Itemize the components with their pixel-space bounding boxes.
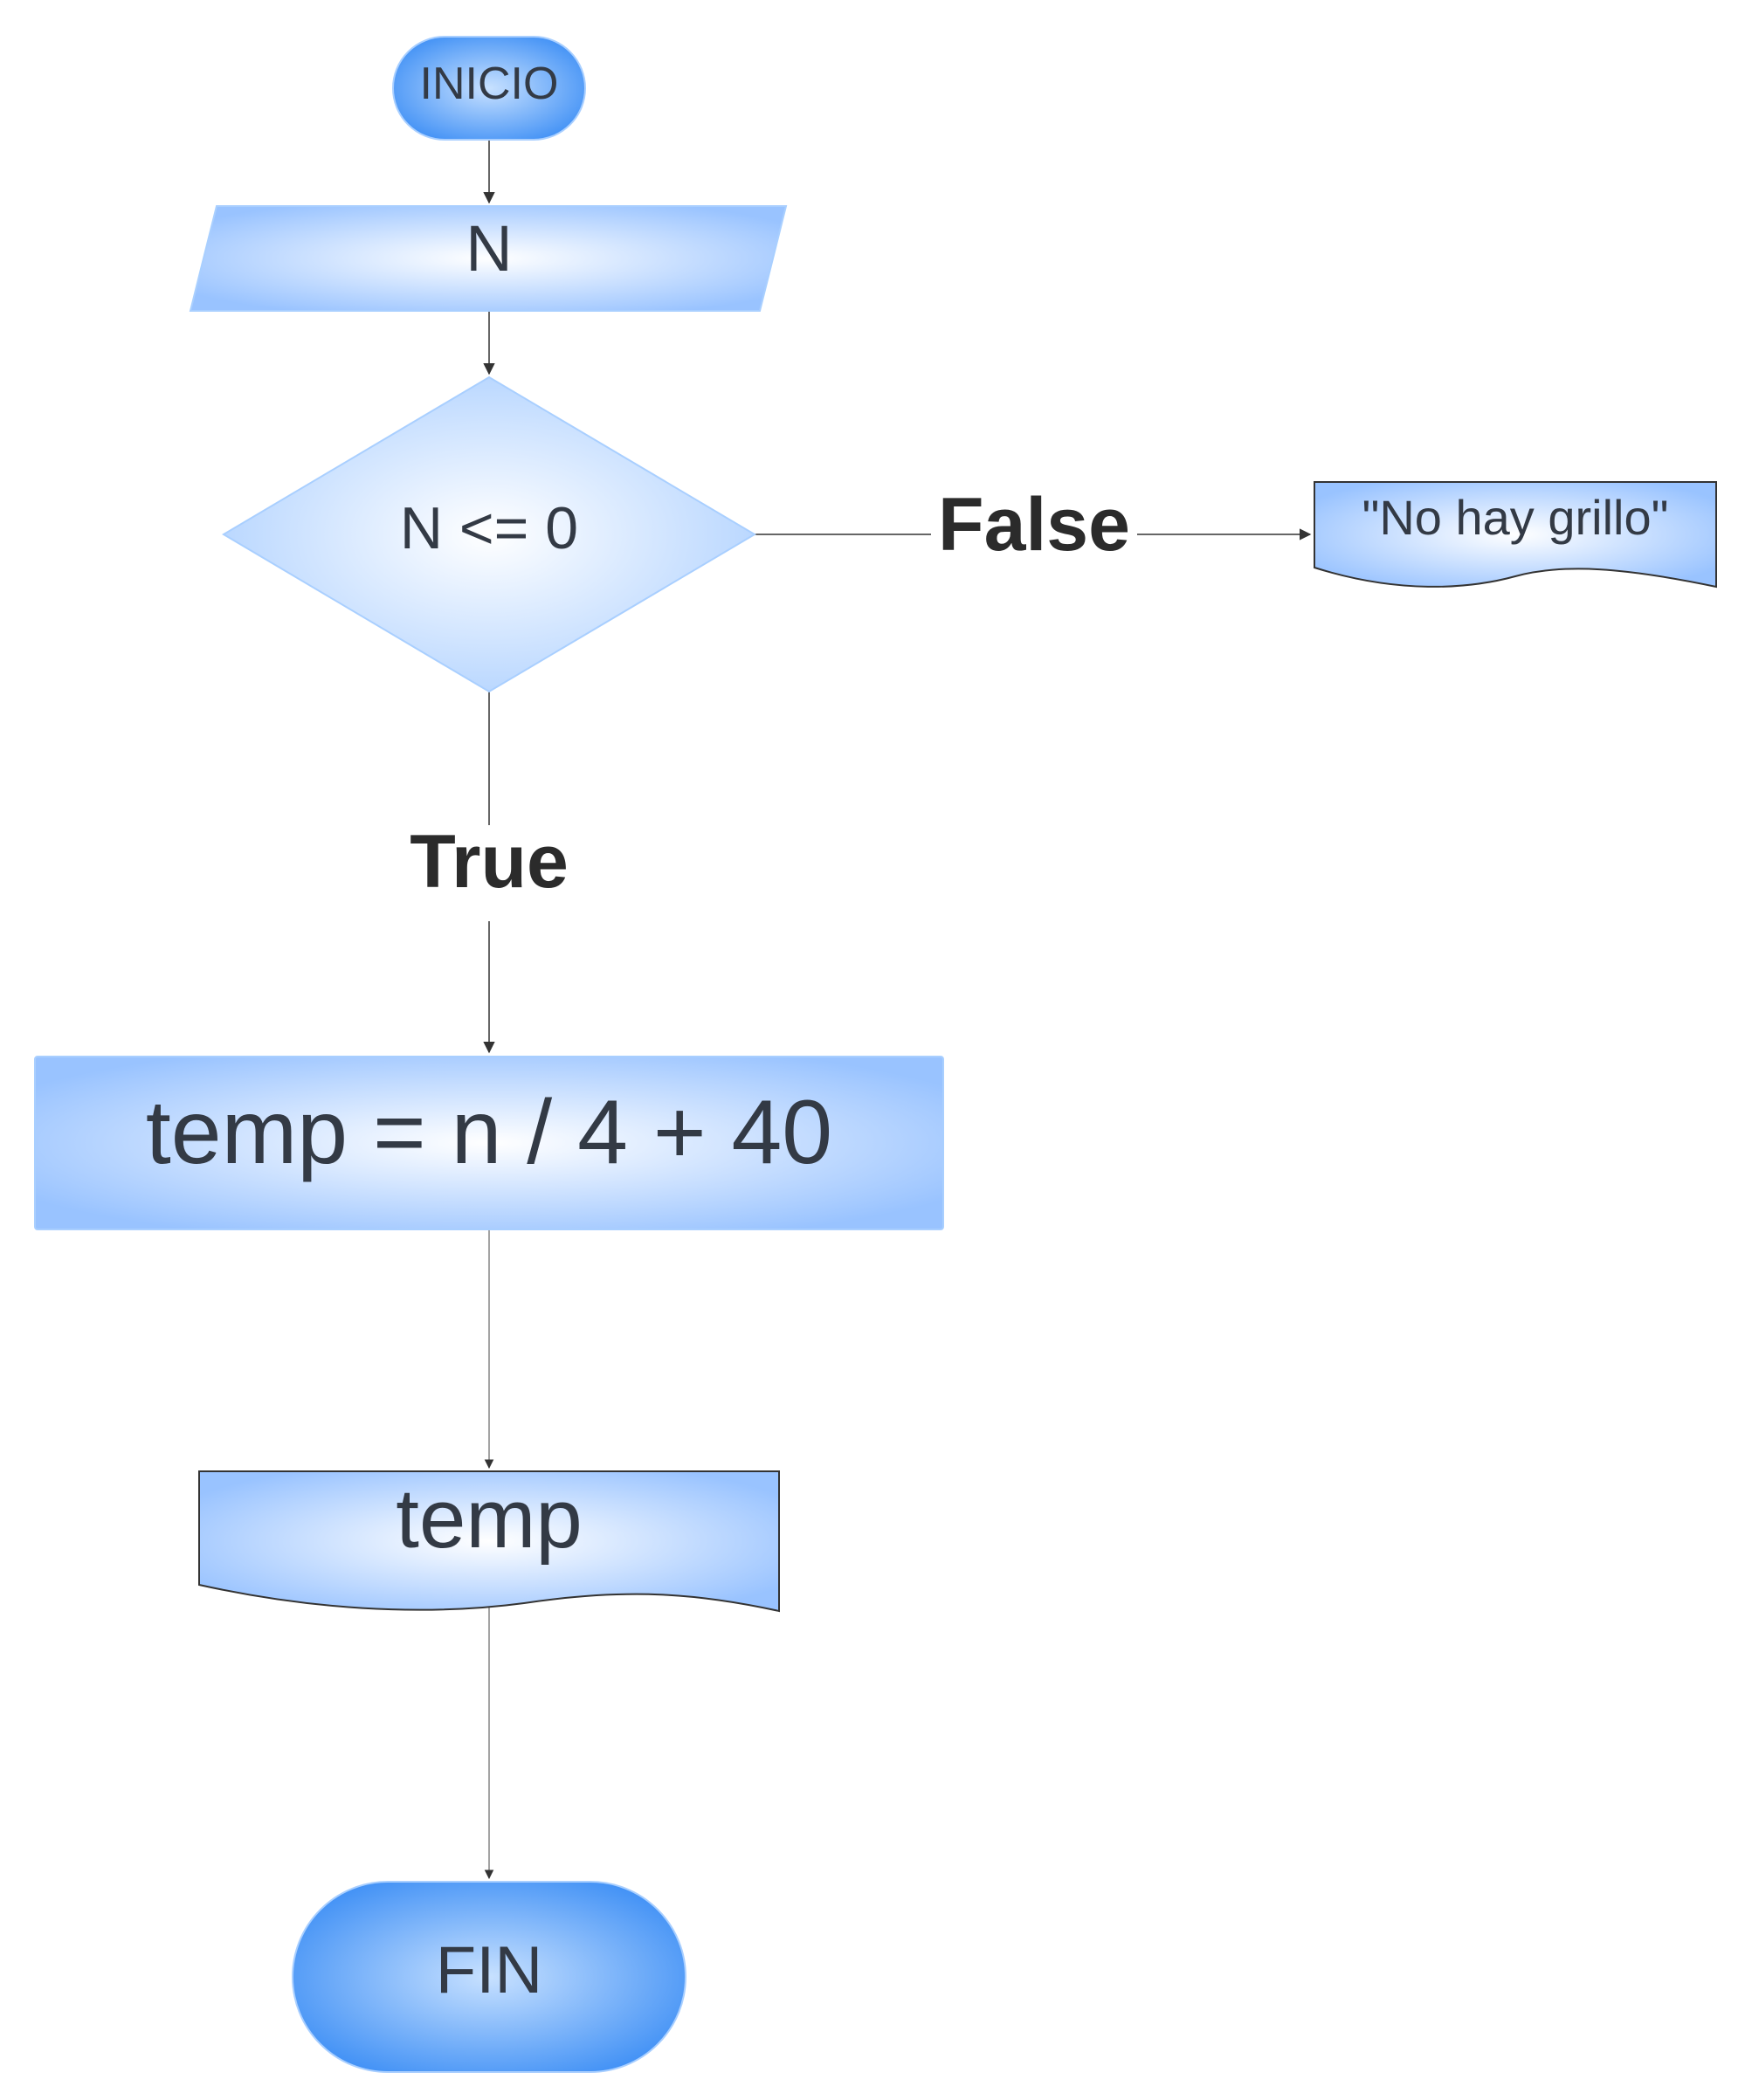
node-input-n-label: N [466, 212, 512, 285]
node-process-label: temp = n / 4 + 40 [146, 1082, 832, 1183]
node-decision[interactable]: N <= 0 [222, 375, 756, 693]
node-inicio-label: INICIO [420, 59, 559, 109]
node-input-n[interactable]: N [189, 205, 788, 312]
node-fin-label: FIN [436, 1933, 542, 2007]
node-output-temp-label: temp [396, 1472, 582, 1566]
node-decision-label: N <= 0 [400, 495, 578, 561]
node-no-grillo-label: "No hay grillo" [1362, 490, 1668, 545]
node-inicio[interactable]: INICIO [392, 36, 586, 141]
connectors [483, 140, 1312, 1880]
node-fin[interactable]: FIN [292, 1881, 686, 2073]
edge-label-false: False [938, 483, 1130, 567]
edge-label-true: True [410, 820, 569, 904]
node-process[interactable]: temp = n / 4 + 40 [34, 1056, 944, 1230]
node-no-grillo[interactable]: "No hay grillo" [1314, 481, 1717, 589]
node-output-temp[interactable]: temp [198, 1470, 780, 1613]
